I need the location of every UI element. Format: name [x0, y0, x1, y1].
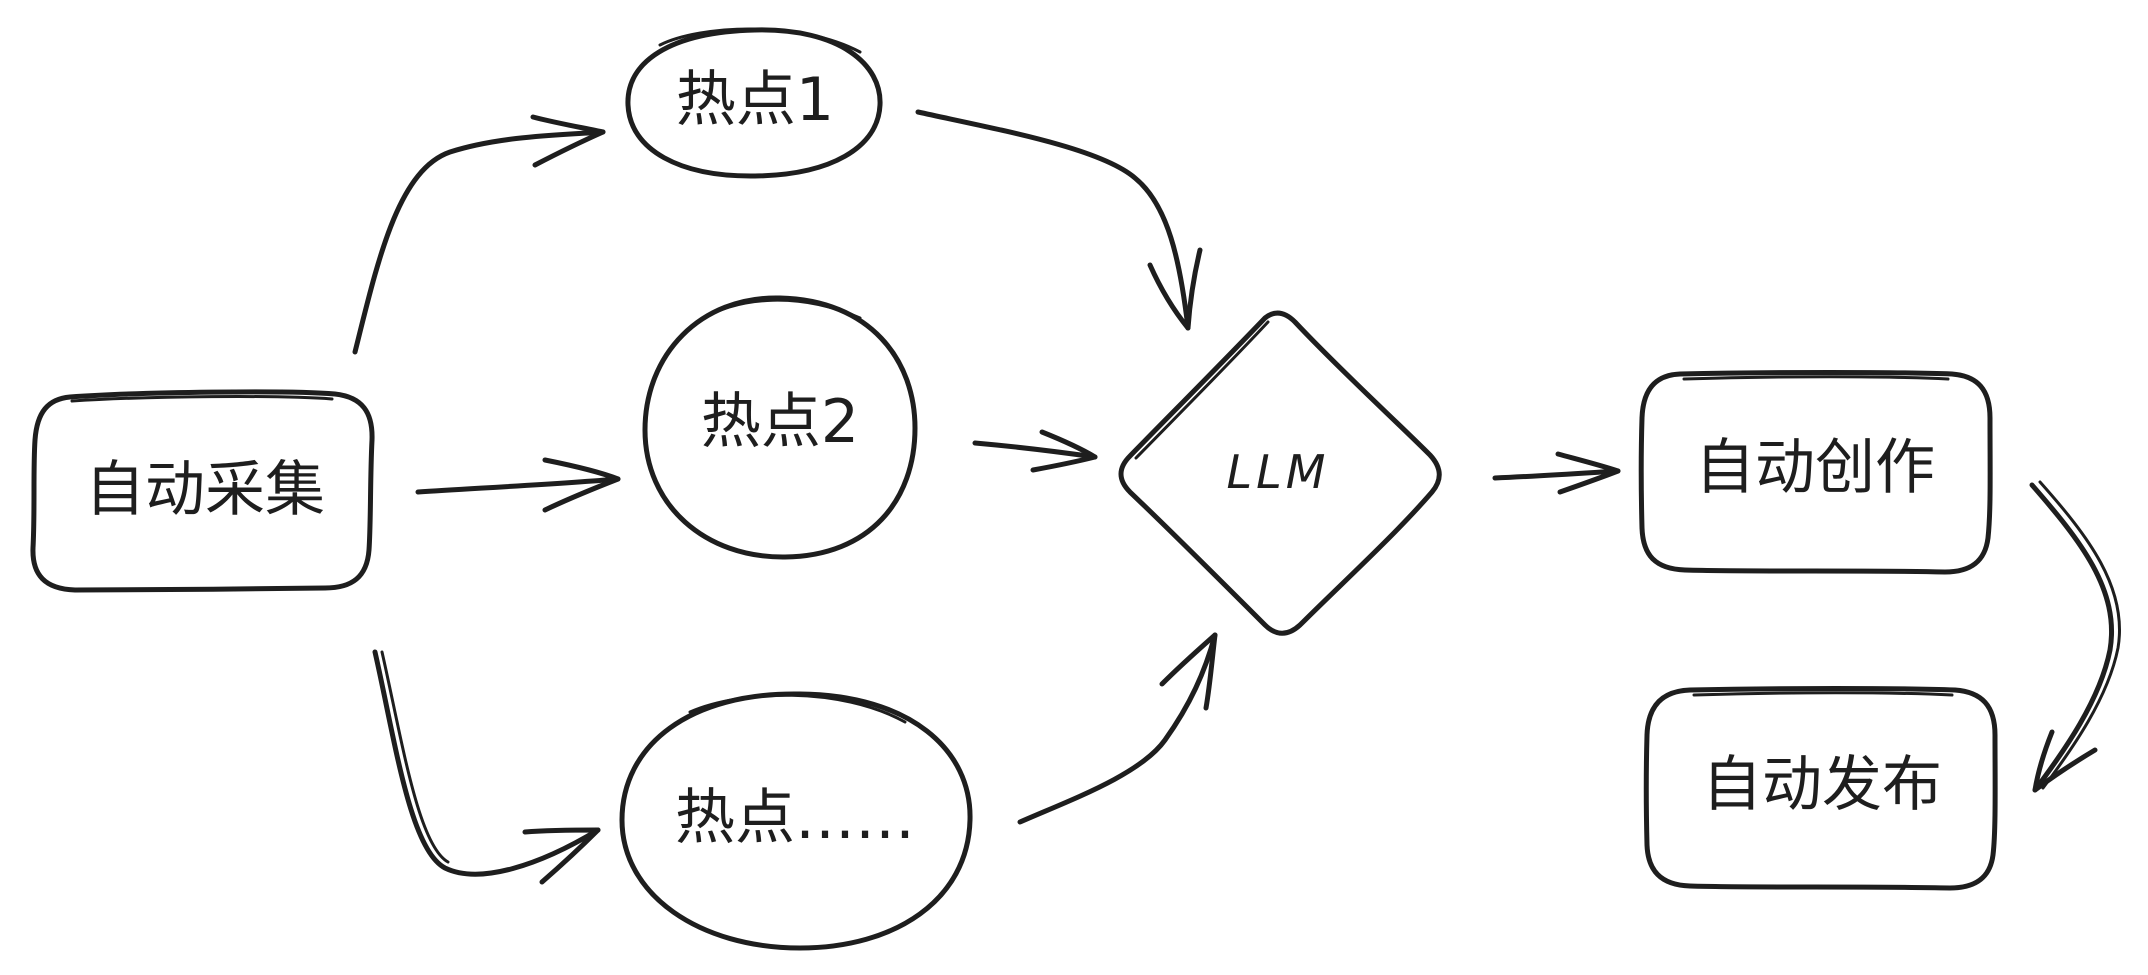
- node-create-label: 自动创作: [1695, 433, 1935, 503]
- node-hot3-label: 热点……: [675, 783, 915, 853]
- node-create: 自动创作: [1638, 370, 1993, 575]
- node-hot1-label: 热点1: [676, 65, 834, 135]
- node-hot1: 热点1: [625, 27, 883, 179]
- node-hot2-label: 热点2: [701, 387, 859, 457]
- node-collect-label: 自动采集: [85, 455, 325, 525]
- node-publish-label: 自动发布: [1702, 750, 1942, 820]
- node-collect: 自动采集: [30, 389, 375, 593]
- node-hot3: 热点……: [619, 691, 973, 951]
- edge-hot1-llm: [915, 109, 1203, 331]
- edge-create-publish: [2029, 480, 2121, 793]
- edge-llm-create: [1492, 451, 1621, 495]
- node-hot2: 热点2: [642, 295, 918, 560]
- edge-collect-hot1: [352, 114, 606, 355]
- edge-collect-hot3: [372, 649, 601, 885]
- edge-collect-hot2: [415, 457, 621, 513]
- edge-hot3-llm: [1017, 632, 1218, 825]
- node-publish: 自动发布: [1643, 686, 1998, 891]
- node-llm: LLM: [1118, 310, 1442, 636]
- node-llm-label: LLM: [1227, 445, 1330, 499]
- edge-hot2-llm: [972, 429, 1098, 473]
